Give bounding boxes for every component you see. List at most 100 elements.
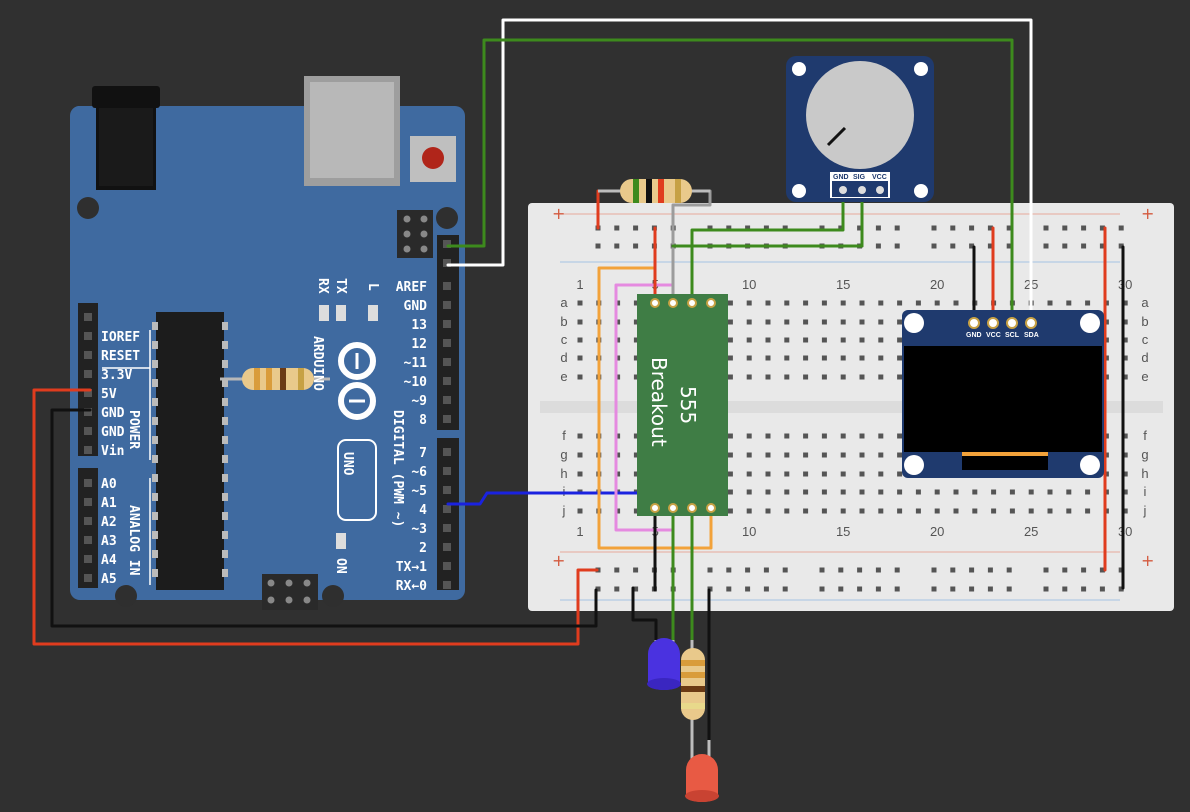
analog-pin-label: A4 xyxy=(101,553,117,568)
row-letter: a xyxy=(560,295,568,310)
row-letter: b xyxy=(1141,314,1148,329)
row-letter: g xyxy=(560,447,567,462)
power-pin-label: GND xyxy=(101,406,125,421)
digital-pin-label: ~5 xyxy=(411,484,427,499)
icsp-header-top xyxy=(397,210,433,258)
rx-led xyxy=(319,305,329,321)
digital-pin-label: 13 xyxy=(411,318,427,333)
tx-label: TX xyxy=(333,278,348,294)
row-letter: g xyxy=(1141,447,1148,462)
mount-hole xyxy=(115,585,137,607)
digital-pin-label: 12 xyxy=(411,337,427,352)
mount-hole xyxy=(436,207,458,229)
row-letter: f xyxy=(1143,428,1147,443)
column-number: 1 xyxy=(576,277,583,292)
oled-pin-vcc: VCC xyxy=(986,332,1001,339)
green-wire[interactable] xyxy=(446,38,1014,325)
power-pin-label: GND xyxy=(101,425,125,440)
column-number: 10 xyxy=(742,524,756,539)
power-label: POWER xyxy=(126,410,141,449)
chip-label: 555 xyxy=(676,386,700,424)
digital-pin-label: ~9 xyxy=(411,394,427,409)
mount-hole xyxy=(77,197,99,219)
reset-button[interactable] xyxy=(410,136,456,182)
arduino-uno-board[interactable]: RX TX L ON ARDUINO UNO AREF GND 13 12 ~11 ~10… xyxy=(69,76,465,610)
power-pin-label: Vin xyxy=(101,444,124,459)
green-wire[interactable] xyxy=(671,188,864,248)
tx-led xyxy=(336,305,346,321)
blue-led[interactable] xyxy=(647,638,681,690)
digital-pin-label: ~10 xyxy=(404,375,428,390)
row-letter: d xyxy=(1141,350,1148,365)
rail-plus: + xyxy=(1141,204,1154,223)
rail-plus: + xyxy=(552,551,565,570)
row-letter: f xyxy=(562,428,566,443)
power-pin-label: RESET xyxy=(101,349,140,364)
analog-pin-label: A3 xyxy=(101,534,117,549)
digital-pin-label: RX←0 xyxy=(396,579,427,594)
brand-label: ARDUINO xyxy=(310,336,325,391)
column-number: 20 xyxy=(930,524,944,539)
digital-header-bottom xyxy=(437,438,459,590)
row-letter: j xyxy=(1143,503,1147,518)
column-number: 20 xyxy=(930,277,944,292)
model-label: UNO xyxy=(340,452,355,476)
row-letter: a xyxy=(1141,295,1149,310)
white-wire[interactable] xyxy=(446,18,1033,325)
power-jack xyxy=(92,86,160,190)
rail-plus: + xyxy=(552,204,565,223)
analog-pin-label: A5 xyxy=(101,572,117,587)
top-resistor[interactable] xyxy=(598,179,710,203)
black-wire[interactable] xyxy=(631,586,658,642)
rx-label: RX xyxy=(315,278,330,294)
digital-pin-label: 8 xyxy=(419,413,427,428)
oled-display[interactable]: GND VCC SCL SDA xyxy=(902,310,1104,478)
digital-pin-label: TX→1 xyxy=(396,560,427,575)
oled-pin-sda: SDA xyxy=(1024,332,1039,339)
row-letter: b xyxy=(560,314,567,329)
analog-pin-label: A1 xyxy=(101,496,117,511)
digital-header-top xyxy=(437,235,459,430)
red-5v-wire[interactable] xyxy=(32,388,599,646)
mount-hole xyxy=(322,585,344,607)
pot-pin-sig: SIG xyxy=(853,174,866,181)
oled-pin-scl: SCL xyxy=(1005,332,1020,339)
row-letter: i xyxy=(1144,484,1147,499)
on-label: ON xyxy=(333,558,348,574)
potentiometer[interactable]: GND SIG VCC xyxy=(786,56,934,202)
black-gnd-wire[interactable] xyxy=(50,408,598,628)
row-letter: c xyxy=(1142,332,1149,347)
analog-pin-label: A0 xyxy=(101,477,117,492)
l-led xyxy=(368,305,378,321)
column-number: 10 xyxy=(742,277,756,292)
row-letter: h xyxy=(1141,466,1148,481)
digital-label: DIGITAL (PWM ~) xyxy=(390,410,405,527)
grey-wire[interactable] xyxy=(671,189,712,302)
uno-badge xyxy=(337,439,377,521)
wires xyxy=(32,18,1125,742)
pot-knob[interactable] xyxy=(806,61,914,169)
pot-pin-gnd: GND xyxy=(833,174,849,181)
oled-pin-gnd: GND xyxy=(966,332,982,339)
chip-555-breakout[interactable]: 555 Breakout xyxy=(637,294,728,516)
arduino-logo xyxy=(338,342,376,420)
red-led[interactable] xyxy=(685,740,719,802)
digital-pin-label: GND xyxy=(404,299,428,314)
atmega-chip xyxy=(152,312,228,590)
column-number: 15 xyxy=(836,277,850,292)
digital-pin-label: 2 xyxy=(419,541,427,556)
digital-pin-label: 4 xyxy=(419,503,427,518)
row-letter: e xyxy=(1141,369,1148,384)
led-resistor[interactable] xyxy=(681,640,705,740)
rail-plus: + xyxy=(1141,551,1154,570)
power-pin-label: 5V xyxy=(101,387,117,402)
l-label: L xyxy=(365,283,380,291)
onboard-resistor xyxy=(220,368,330,390)
pot-pin-vcc: VCC xyxy=(872,174,887,181)
digital-pin-label: AREF xyxy=(396,280,427,295)
digital-pin-label: ~11 xyxy=(404,356,428,371)
row-letter: e xyxy=(560,369,567,384)
icsp-header-bottom xyxy=(262,574,318,610)
digital-pin-label: ~3 xyxy=(411,522,427,537)
